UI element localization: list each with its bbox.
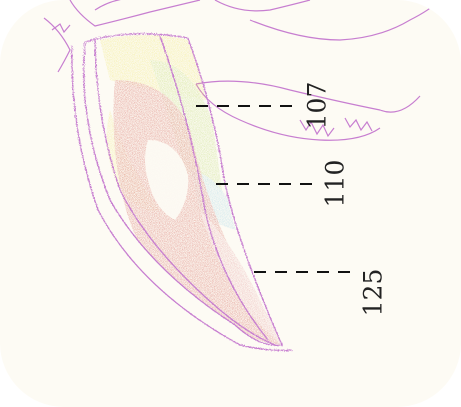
label-125: 125 (360, 269, 385, 317)
label-110: 110 (322, 160, 347, 208)
gum-tissue (44, 0, 440, 140)
tooth-fill (100, 35, 282, 345)
label-107: 107 (304, 82, 329, 130)
